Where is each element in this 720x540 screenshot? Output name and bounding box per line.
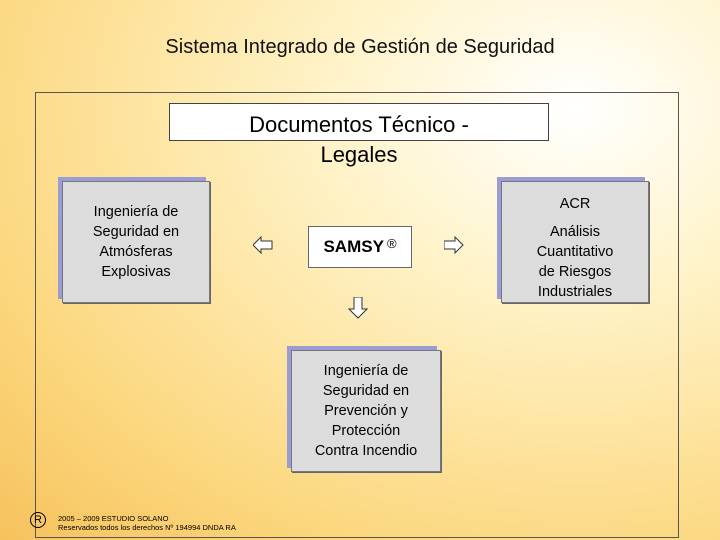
bottom-card-line: Protección bbox=[331, 423, 401, 439]
left-card: Ingeniería de Seguridad en Atmósferas Ex… bbox=[62, 181, 210, 303]
left-card-line: Seguridad en bbox=[92, 224, 180, 240]
header-title: Documentos Técnico - Legales bbox=[169, 110, 549, 170]
registered-mark: ® bbox=[386, 235, 397, 251]
bottom-card-line: Contra Incendio bbox=[314, 443, 418, 459]
footer-line-2: Reservados todos los derechos Nº 194994 … bbox=[58, 523, 236, 532]
left-card-line: Explosivas bbox=[101, 264, 171, 280]
samsy-label: SAMSY bbox=[323, 237, 384, 256]
diagram-frame bbox=[35, 92, 679, 538]
samsy-box: SAMSY® bbox=[308, 226, 412, 268]
left-card-line: Ingeniería de bbox=[93, 204, 179, 220]
bottom-card-line: Prevención y bbox=[324, 403, 408, 419]
header-box bbox=[169, 103, 549, 141]
right-card-heading: ACR bbox=[559, 196, 591, 212]
left-card-line: Atmósferas bbox=[99, 244, 173, 260]
header-line-1: Documentos Técnico - bbox=[249, 112, 469, 137]
registered-logo: R bbox=[30, 512, 46, 528]
right-card-line: Análisis bbox=[550, 224, 600, 240]
bottom-card-line: Seguridad en bbox=[322, 383, 410, 399]
right-card-line: Industriales bbox=[537, 284, 613, 300]
footer-copyright: 2005 – 2009 ESTUDIO SOLANO Reservados to… bbox=[58, 514, 236, 532]
arrow-down-icon bbox=[348, 297, 368, 319]
slide-title: Sistema Integrado de Gestión de Segurida… bbox=[165, 36, 555, 58]
arrow-left-icon bbox=[253, 236, 273, 254]
arrow-right-icon bbox=[444, 236, 464, 254]
bottom-card-line: Ingeniería de bbox=[323, 363, 409, 379]
footer-line-1: 2005 – 2009 ESTUDIO SOLANO bbox=[58, 514, 169, 523]
right-card-line: Cuantitativo bbox=[536, 244, 614, 260]
right-card: ACR Análisis Cuantitativo de Riesgos Ind… bbox=[501, 181, 649, 303]
header-line-2: Legales bbox=[320, 142, 398, 167]
right-card-line: de Riesgos bbox=[538, 264, 612, 280]
bottom-card: Ingeniería de Seguridad en Prevención y … bbox=[291, 350, 441, 472]
